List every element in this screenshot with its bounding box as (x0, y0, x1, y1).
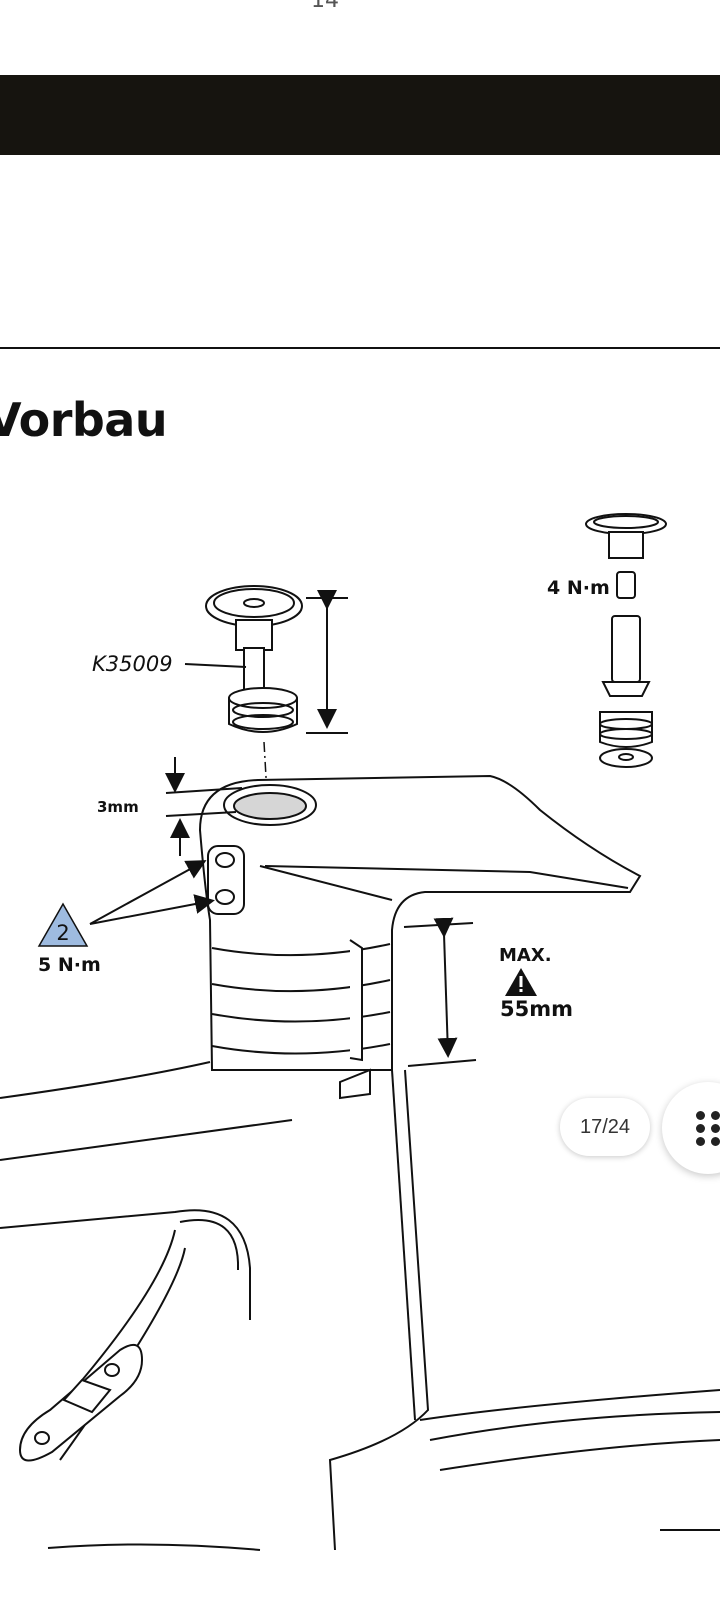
plug-height-dimension (306, 590, 348, 734)
section-title: Vorbau (0, 393, 168, 447)
part-number-label: K35009 (92, 652, 173, 676)
topcap-parts-exploded (585, 513, 667, 768)
header-band (0, 75, 720, 155)
gap-label: 3mm (97, 798, 139, 816)
cable-port (18, 1343, 144, 1462)
max-label: MAX. (499, 945, 552, 966)
max-height-label: 55mm (500, 997, 573, 1021)
torque-number: 2 (56, 921, 69, 945)
topcap-torque-label: 4 N·m (547, 577, 610, 599)
center-line (263, 741, 269, 813)
warning-icon (505, 968, 537, 996)
section-divider (0, 347, 720, 349)
page-indicator[interactable]: 17/24 (560, 1098, 650, 1156)
part-number-leader (184, 663, 247, 668)
page-number: 14 (311, 0, 339, 13)
spacer-height-dimension (403, 917, 477, 1067)
bolt-torque-label: 5 N·m (38, 954, 101, 976)
bolt-torque-callout: 2 (37, 860, 215, 947)
stem-body (198, 774, 642, 1100)
stem-assembly-diagram: K35009 4 N·m (0, 513, 720, 1551)
gap-dimension (165, 757, 243, 856)
expander-plug-exploded (205, 585, 303, 733)
